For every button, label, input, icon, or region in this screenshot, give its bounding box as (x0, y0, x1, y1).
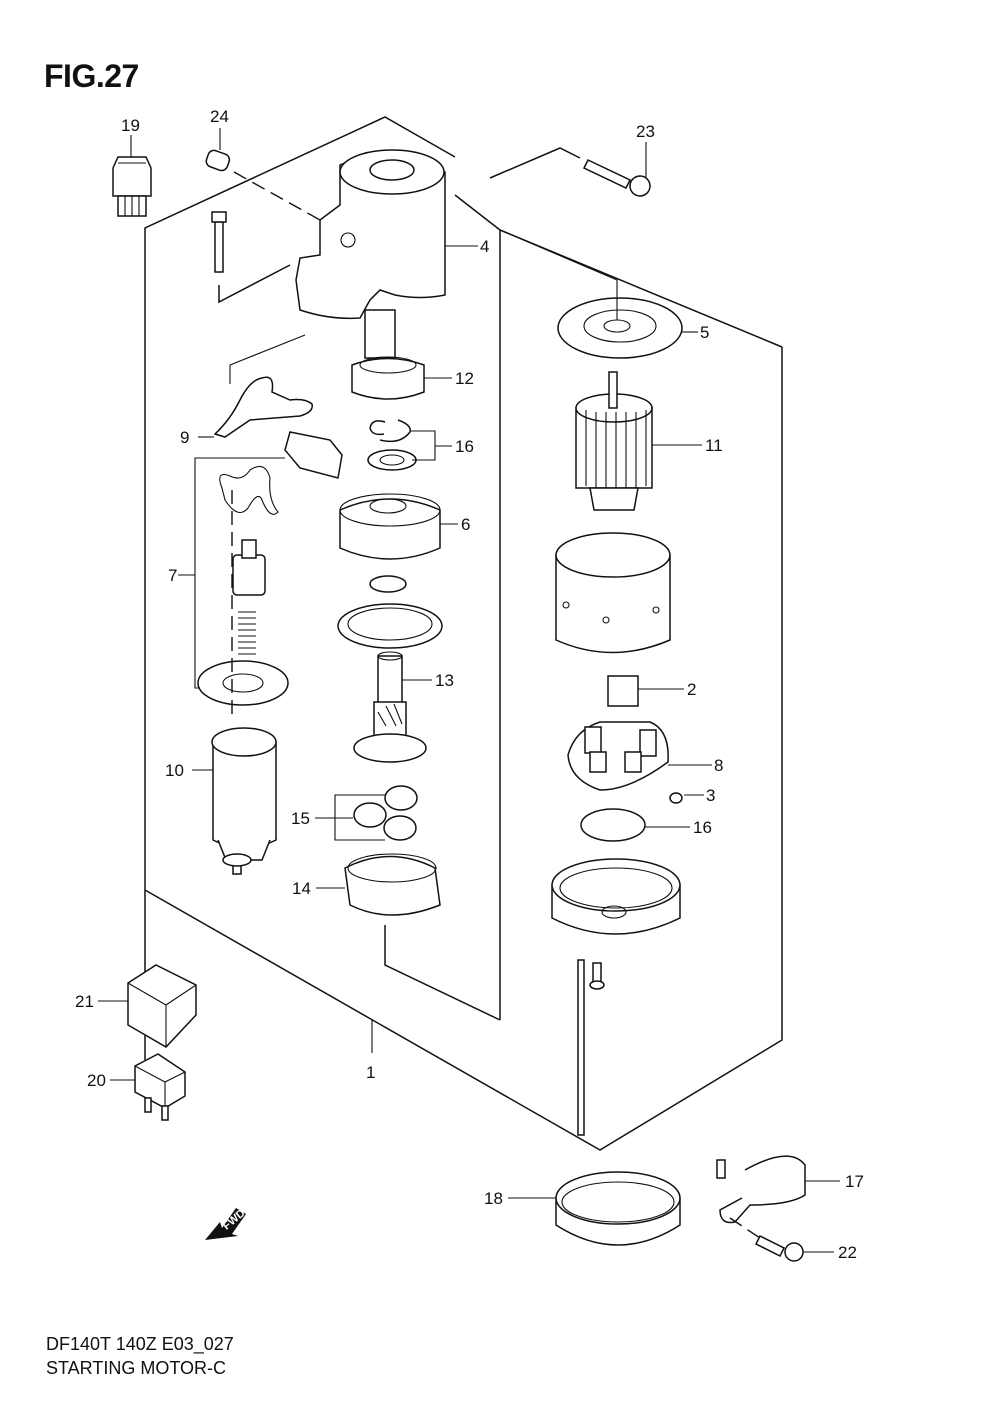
callout-2: 2 (687, 680, 696, 699)
part-16-plate[interactable] (580, 808, 690, 842)
callout-24: 24 (210, 107, 229, 126)
callout-12: 12 (455, 369, 474, 388)
callout-16a: 16 (455, 437, 474, 456)
callout-15: 15 (291, 809, 310, 828)
callout-3: 3 (706, 786, 715, 805)
part-2-brush[interactable] (607, 675, 684, 707)
figure-caption: STARTING MOTOR-C (46, 1358, 226, 1378)
part-21-relay[interactable] (98, 964, 197, 1048)
part-7-solenoid-parts-set[interactable] (178, 431, 343, 720)
callout-5: 5 (700, 323, 709, 342)
part-14-internal-gear[interactable] (316, 853, 441, 916)
callout-9: 9 (180, 428, 189, 447)
callout-16b: 16 (693, 818, 712, 837)
part-12-pinion-clutch[interactable] (351, 309, 452, 400)
part-13-shaft[interactable] (353, 651, 432, 763)
fwd-arrow-icon: FWD (205, 1207, 248, 1240)
part-19-relay[interactable] (112, 135, 152, 217)
part-11-armature[interactable] (575, 371, 702, 511)
callout-6: 6 (461, 515, 470, 534)
part-23-bolt[interactable] (582, 142, 651, 197)
part-17-clamp[interactable] (716, 1155, 840, 1224)
figure-footer: DF140T 140Z E03_027 STARTING MOTOR-C (46, 1332, 234, 1380)
part-16-washer-set[interactable] (367, 419, 452, 471)
assembly-boundary (144, 116, 783, 1151)
part-9-lever[interactable] (198, 334, 313, 438)
callout-19: 19 (121, 116, 140, 135)
part-8-brush-holder[interactable] (567, 721, 712, 791)
solenoid-bolt[interactable] (211, 211, 291, 304)
callout-labels: 19 24 23 4 5 12 9 16 11 6 7 13 2 10 8 3 … (75, 107, 864, 1262)
model-code: DF140T 140Z E03_027 (46, 1334, 234, 1354)
callout-7: 7 (168, 566, 177, 585)
part-18-cushion[interactable] (508, 1171, 681, 1246)
part-20-relay[interactable] (110, 1053, 186, 1121)
callout-18: 18 (484, 1189, 503, 1208)
part-22-bolt[interactable] (729, 1217, 834, 1262)
callout-11: 11 (705, 436, 723, 455)
part-5-cover-plate[interactable] (499, 229, 698, 359)
callout-14: 14 (292, 879, 311, 898)
part-10-magnetic-switch[interactable] (192, 727, 277, 875)
callout-1: 1 (366, 1063, 375, 1082)
callout-20: 20 (87, 1071, 106, 1090)
end-frame[interactable] (551, 858, 681, 1136)
callout-13: 13 (435, 671, 454, 690)
callout-23: 23 (636, 122, 655, 141)
figure-title: FIG.27 (44, 58, 139, 94)
callout-10: 10 (165, 761, 184, 780)
part-4-solenoid-housing[interactable] (295, 149, 478, 320)
callout-4: 4 (480, 237, 489, 256)
gasket-ring[interactable] (337, 575, 443, 649)
callout-21: 21 (75, 992, 94, 1011)
callout-17: 17 (845, 1172, 864, 1191)
part-24-collar[interactable] (205, 128, 321, 221)
callout-8: 8 (714, 756, 723, 775)
yoke[interactable] (555, 532, 671, 654)
part-15-planetary-gears[interactable] (315, 785, 418, 841)
callout-22: 22 (838, 1243, 857, 1262)
part-3-nut[interactable] (669, 792, 704, 804)
part-6-bracket[interactable] (339, 493, 458, 560)
